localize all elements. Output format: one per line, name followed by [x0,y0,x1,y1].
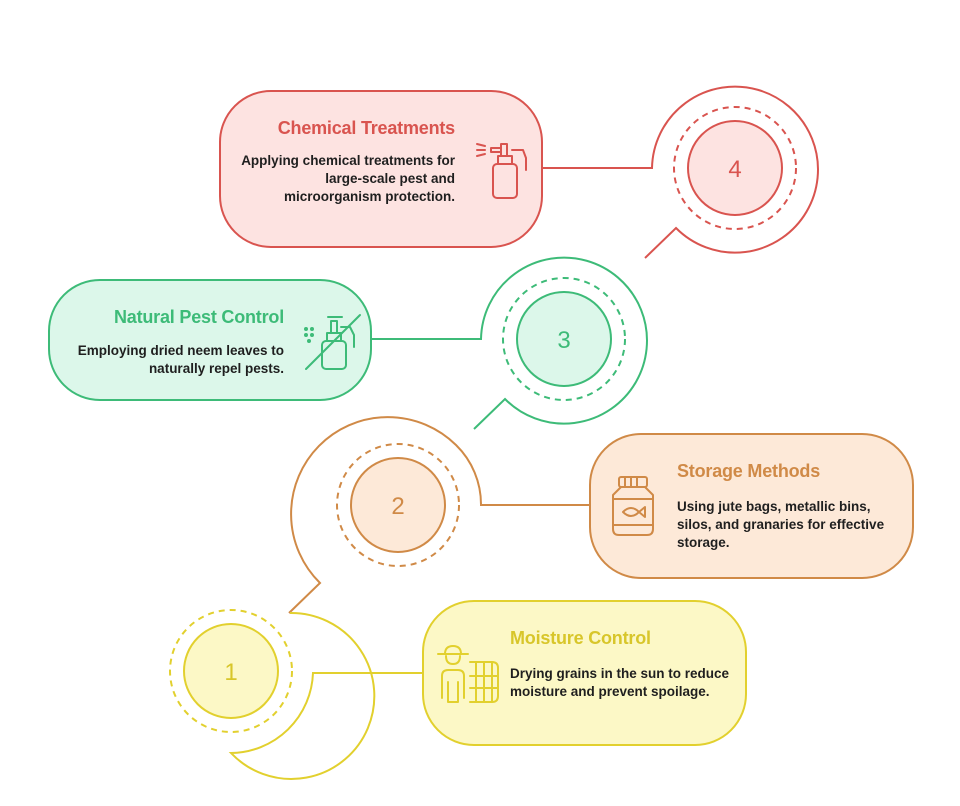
spray-bottle-icon [476,143,527,199]
step-4-card: Chemical Treatments Applying chemical tr… [219,90,543,248]
step-2-card: Storage Methods Using jute bags, metalli… [589,433,914,579]
step-3-number: 3 [557,327,570,354]
step-4-ring: 4 [543,85,819,259]
step-1-circle [183,623,279,719]
step-2-description: Using jute bags, metallic bins, silos, a… [677,499,885,550]
step-3-description: Employing dried neem leaves to naturally… [77,343,284,376]
step-1-description: Drying grains in the sun to reduce moist… [510,666,730,699]
step-3-circle [516,291,612,387]
step-1-connector [228,611,422,780]
step-3-title: Natural Pest Control [113,307,284,327]
step-3-connector [372,256,648,430]
step-3-dashed-ring [502,277,626,401]
step-3-ring: 3 [372,256,648,430]
step-3-card: Natural Pest Control Employing dried nee… [48,279,372,401]
step-2-connector [288,416,589,614]
step-2-number: 2 [391,493,404,520]
farmer-icon [437,645,499,703]
step-2-title: Storage Methods [677,461,821,481]
storage-jar-icon [612,476,654,536]
step-1-ring: 1 [169,609,422,780]
step-2-ring: 2 [288,416,589,614]
step-1-card: Moisture Control Drying grains in the su… [422,600,747,746]
step-1-dashed-ring [169,609,293,733]
step-4-connector [543,85,819,259]
step-4-description: Applying chemical treatments for large-s… [241,153,455,204]
no-spray-icon [304,314,361,370]
step-2-circle [350,457,446,553]
step-1-title: Moisture Control [510,628,651,648]
step-2-dashed-ring [336,443,460,567]
step-4-number: 4 [728,156,741,183]
step-4-dashed-ring [673,106,797,230]
step-4-title: Chemical Treatments [277,118,455,138]
step-4-circle [687,120,783,216]
step-1-number: 1 [224,659,237,686]
